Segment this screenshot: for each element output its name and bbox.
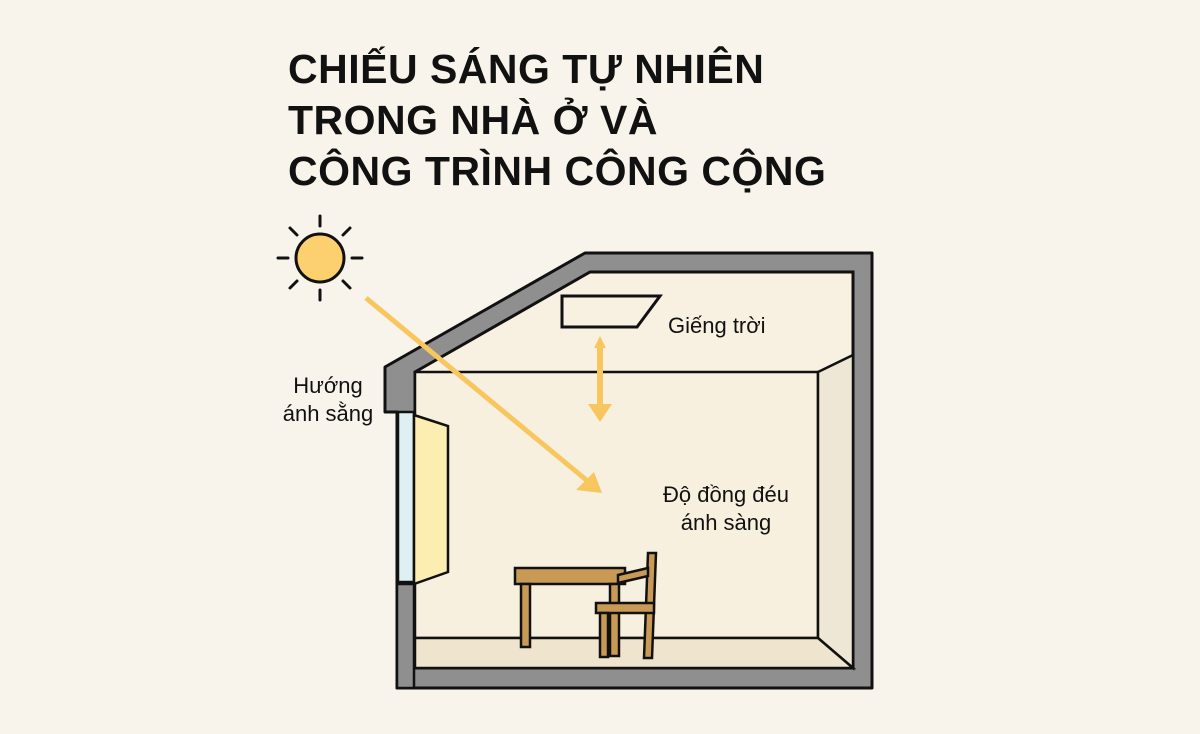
window-panel [412, 413, 450, 586]
uniformity-label: Độ đồng đéu ánh sàng [648, 481, 804, 537]
page-title: CHIẾU SÁNG TỰ NHIÊN TRONG NHÀ Ở VÀ CÔNG … [288, 44, 826, 197]
floor [413, 636, 857, 670]
uniformity-line: Độ đồng đéu [663, 482, 789, 507]
light-direction-label: Hướng ánh sằng [266, 372, 390, 428]
light-direction-line: Hướng [293, 373, 363, 398]
window-glass [396, 410, 416, 584]
skylight-arrow [588, 336, 612, 422]
title-line: CÔNG TRÌNH CÔNG CỘNG [288, 148, 827, 194]
skylight [560, 294, 663, 329]
skylight-label: Giếng trời [668, 313, 766, 338]
side-wall [816, 353, 855, 671]
light-direction-line: ánh sằng [282, 401, 374, 426]
chair [594, 551, 658, 660]
sunlight-arrow [364, 296, 602, 493]
wall-below-window [395, 582, 416, 690]
title-line: TRONG NHÀ Ở VÀ [288, 97, 658, 143]
sun-icon [276, 214, 364, 302]
uniformity-line: ánh sàng [680, 510, 772, 535]
title-line: CHIẾU SÁNG TỰ NHIÊN [288, 46, 765, 92]
